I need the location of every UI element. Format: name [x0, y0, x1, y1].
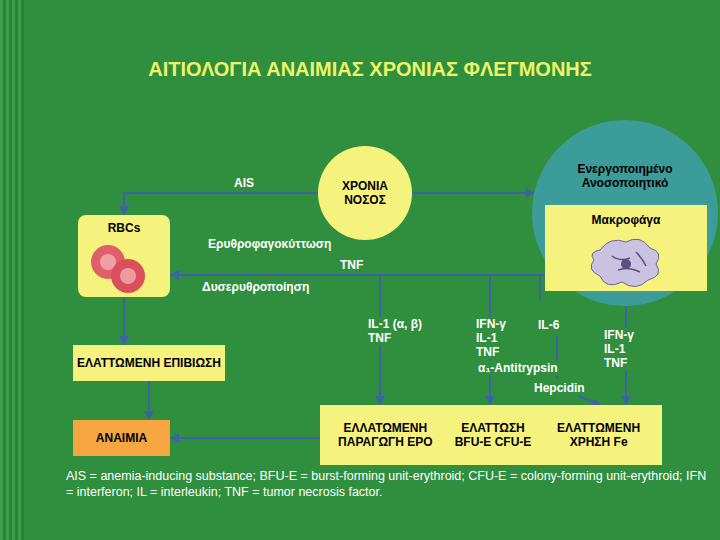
node-text: ΕΛΑΤΤΩΣΗ BFU-E CFU-E: [447, 421, 539, 449]
arrowhead: [144, 411, 154, 420]
connector: [170, 433, 320, 443]
caption: AIS = anemia-inducing substance; BFU-E =…: [66, 468, 714, 500]
node-text: ΧΡΟΝΙΑ ΝΟΣΟΣ: [330, 179, 400, 207]
connector-line: [412, 192, 534, 194]
left-stripes: [0, 0, 24, 540]
annotation-label: IFN-γ IL-1 TNF: [602, 328, 646, 370]
node-text: ΕΛΑΤΤΩΜΕΝΗ ΧΡΗΣΗ Fe: [540, 421, 658, 449]
arrowhead: [170, 433, 179, 443]
annotation-label: Ερυθροφαγοκύττωση: [206, 237, 333, 251]
annotation-label: IL-1 (α, β) TNF: [366, 317, 432, 345]
disease-circle: ΧΡΟΝΙΑ ΝΟΣΟΣ: [318, 146, 412, 240]
node-text: RBCs: [78, 221, 170, 235]
annotation-label: AIS: [232, 176, 256, 190]
arrowhead: [485, 396, 495, 405]
connector: [119, 297, 129, 345]
arrowhead: [375, 396, 385, 405]
annotation-label: Δυσερυθροποίηση: [200, 280, 311, 294]
hepcidin-arrow: [578, 396, 596, 403]
arrowhead: [119, 336, 129, 345]
arrowhead: [170, 270, 179, 280]
node-text: ΕΛΑΤΤΩΜΕΝΗ ΕΠΙΒΙΩΣΗ: [77, 356, 221, 370]
connector-line: [170, 437, 320, 439]
slide-title: ΑΙΤΙΟΛΟΓΙΑ ΑΝΑΙΜΙΑΣ ΧΡΟΝΙΑΣ ΦΛΕΓΜΟΝΗΣ: [140, 55, 600, 83]
anemia-box: ΑΝΑΙΜΙΑ: [73, 420, 170, 456]
node-text: Ενεργοποιημένο Ανοσοποιητικό: [569, 162, 681, 190]
node-text: ΕΛΛΑΤΩΜΕΝΗ ΠΑΡΑΓΩΓΗ ΕΡΟ: [324, 421, 446, 449]
node-text: Μακροφάγα: [545, 213, 707, 227]
connector: [119, 193, 318, 215]
effects-band: ΕΛΛΑΤΩΜΕΝΗ ΠΑΡΑΓΩΓΗ ΕΡΟΕΛΑΤΤΩΣΗ BFU-E CF…: [320, 405, 662, 465]
annotation-label: Hepcidin: [532, 381, 587, 395]
survival-box: ΕΛΑΤΤΩΜΕΝΗ ΕΠΙΒΙΩΣΗ: [73, 345, 225, 381]
macrophage-box: Μακροφάγα: [545, 205, 707, 291]
immune-circle: Ενεργοποιημένο ΑνοσοποιητικόΜακροφάγα: [532, 120, 718, 306]
annotation-label: IFN-γ IL-1 TNF: [474, 317, 518, 359]
arrowhead: [119, 206, 129, 215]
node-text: ΑΝΑΙΜΙΑ: [96, 431, 147, 445]
rbc-illustration: [91, 245, 145, 293]
connector: [144, 381, 154, 420]
annotation-label: TNF: [338, 258, 365, 272]
tick-line: [539, 276, 541, 300]
macrophage-illustration: [591, 239, 659, 286]
annotation-label: α₁-Antitrypsin: [476, 361, 560, 375]
connector: [412, 188, 534, 198]
connector-line: [124, 193, 318, 215]
arrowhead: [621, 396, 631, 405]
rbc-box: RBCs: [78, 215, 170, 297]
annotation-label: IL-6: [536, 318, 561, 332]
